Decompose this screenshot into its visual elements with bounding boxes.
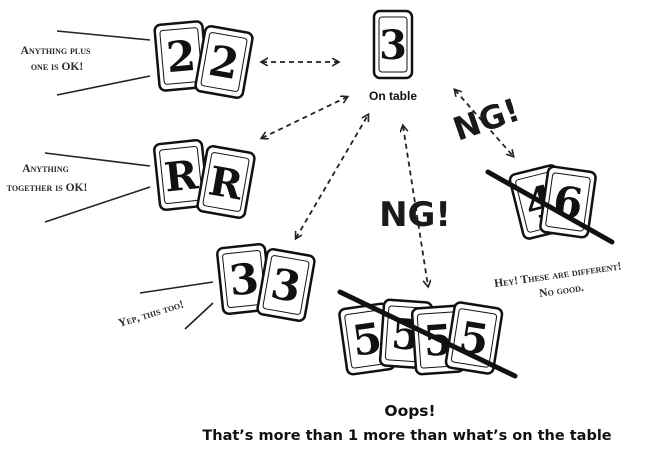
card: 3 xyxy=(216,243,272,315)
card: 2 xyxy=(194,25,254,99)
strike-line-different xyxy=(485,169,615,245)
card-pair-different: 4 6 xyxy=(485,164,615,245)
card: R xyxy=(153,139,209,211)
card-pair-same: 3 3 xyxy=(216,243,316,322)
caption-plus-one: Anything plus one is OK! xyxy=(21,45,94,73)
table-card-value: 3 xyxy=(379,22,407,69)
svg-text:5: 5 xyxy=(349,313,385,366)
caption-too-high-detail: That’s more than 1 more than what’s on t… xyxy=(202,428,611,444)
card-pair-together: R R xyxy=(153,139,256,219)
card: 6 xyxy=(539,165,597,239)
table-card: 3 xyxy=(372,9,414,80)
strike-line-too-high xyxy=(337,289,518,379)
table-label: On table xyxy=(369,89,417,103)
card-set-too-high: 5 5 5 5 xyxy=(337,289,518,379)
card: R xyxy=(196,145,256,219)
card: 5 xyxy=(338,302,396,376)
arrows xyxy=(262,62,513,286)
card: 3 xyxy=(256,248,316,322)
caption-same: Yep, this too! xyxy=(117,298,185,329)
svg-text:6: 6 xyxy=(550,176,586,229)
caption-too-high-title: Oops! xyxy=(384,402,435,420)
svg-text:2: 2 xyxy=(164,31,197,82)
arrow-different xyxy=(455,90,513,156)
arrow-together xyxy=(262,97,347,138)
ng-label-different: NG! xyxy=(448,91,524,149)
arrow-same xyxy=(296,115,368,238)
card: 2 xyxy=(153,20,209,92)
caption-together: Anything together is OK! xyxy=(7,163,88,194)
card-pair-plus-one: 2 2 xyxy=(153,20,254,99)
caption-different: Hey! These are different! No good. xyxy=(494,260,628,306)
svg-text:3: 3 xyxy=(227,254,261,306)
emphasis-lines xyxy=(44,30,214,330)
ng-label-too-high: NG! xyxy=(379,195,451,235)
svg-text:R: R xyxy=(162,151,201,201)
